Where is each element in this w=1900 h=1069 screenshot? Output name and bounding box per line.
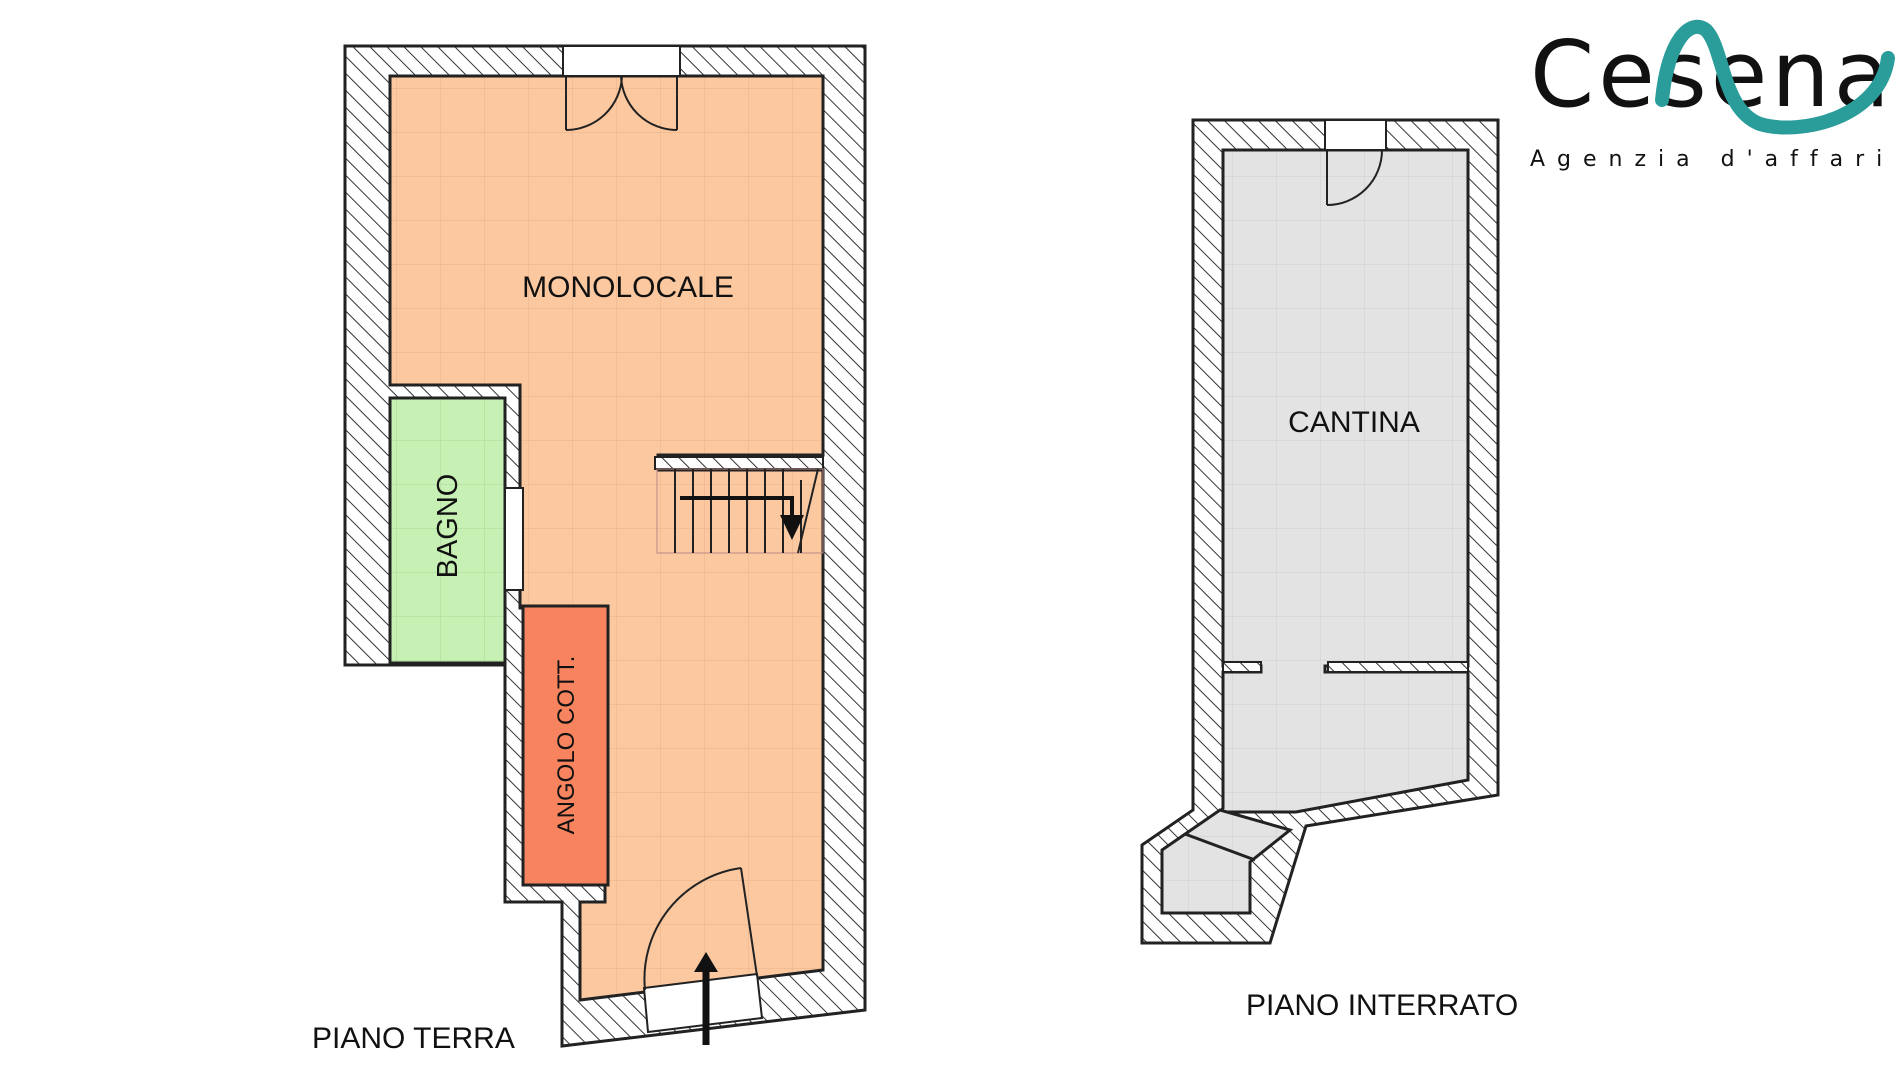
french-door-icon bbox=[565, 75, 678, 131]
logo-tagline: Agenzia d'affari bbox=[1530, 147, 1894, 172]
plan-piano-interrato: CANTINA PIANO INTERRATO bbox=[1140, 118, 1518, 1022]
step-line bbox=[1184, 832, 1256, 862]
partition-right bbox=[1327, 661, 1469, 673]
stair-wall bbox=[654, 456, 824, 470]
top-window bbox=[562, 45, 681, 77]
room-label-cantina: CANTINA bbox=[1288, 406, 1420, 439]
room-angolo-cottura bbox=[521, 604, 610, 887]
partition-left bbox=[1222, 661, 1262, 673]
room-cantina bbox=[1217, 148, 1470, 814]
entry-door-swing-icon bbox=[643, 867, 758, 991]
room-label-angolo-cottura: ANGOLO COTT. bbox=[553, 656, 580, 835]
floor-label-piano-interrato: PIANO INTERRATO bbox=[1246, 989, 1518, 1022]
room-label-monolocale: MONOLOCALE bbox=[522, 271, 734, 304]
room-label-bagno: BAGNO bbox=[432, 474, 464, 579]
logo-swoosh-icon bbox=[1655, 19, 1895, 135]
cellar-door-icon bbox=[1326, 149, 1383, 206]
bagno-door-opening bbox=[504, 487, 524, 591]
plan-piano-terra: MONOLOCALE BAGNO ANGOLO COTT. PIANO TERR… bbox=[312, 44, 867, 1055]
agency-logo: Cesena Agenzia d'affari bbox=[1530, 19, 1895, 172]
room-bagno bbox=[388, 396, 507, 665]
room-monolocale bbox=[388, 74, 825, 1002]
top-opening-interrato bbox=[1324, 119, 1387, 151]
stair-direction-arrow-icon bbox=[680, 496, 804, 540]
floor-label-piano-terra: PIANO TERRA bbox=[312, 1022, 515, 1055]
entry-arrow-icon bbox=[694, 952, 718, 1045]
